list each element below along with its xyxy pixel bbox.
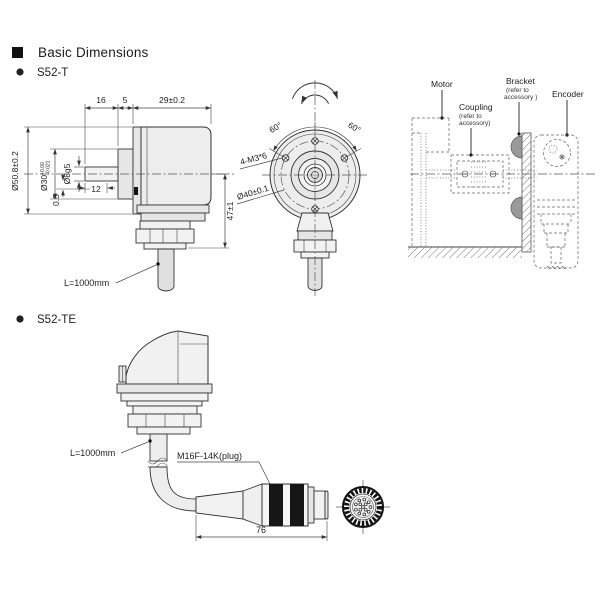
dim-16: 16	[96, 95, 106, 105]
dim-dia-8g5: Ø8g5	[62, 156, 84, 192]
connector-face-view	[336, 480, 390, 534]
connector-band-2	[290, 484, 304, 526]
flange-band-1	[116, 383, 213, 394]
connector-ring	[307, 486, 315, 524]
bracket-label: Bracket	[506, 76, 535, 86]
encoder-face-mark	[559, 154, 565, 160]
dia-body-label: Ø50.8±0.2	[10, 151, 20, 191]
connector-tip	[313, 490, 326, 520]
coupling-label: Coupling	[459, 102, 493, 112]
dia-boss-label: Ø30+0.00-0.021	[39, 160, 52, 191]
dim-step-label: 0.5	[51, 194, 61, 206]
motor-label: Motor	[431, 79, 453, 89]
te-cable-bend	[149, 466, 197, 512]
s52t-side-view: 16 5 29±0.2 Ø50.8±0.2 Ø30+0.00-0.021 Ø	[10, 95, 235, 292]
encoder-body	[140, 126, 212, 206]
gland-bottom	[143, 242, 187, 250]
s52t-installation-diagram: Motor Coupling (refer to accessory) Brac…	[408, 76, 597, 270]
leader-dot	[148, 439, 152, 443]
dim-47: 47±1	[188, 173, 235, 249]
dim-length-label: 76	[256, 525, 266, 535]
te-cable-length-label: L=1000mm	[70, 448, 115, 458]
te-gland-hex	[127, 413, 202, 428]
s52te-drawing: L=1000mm M16F-14K(plug) 76	[70, 330, 390, 541]
dim-dia-30: Ø30+0.00-0.021	[39, 148, 117, 200]
flange-band-2	[120, 392, 209, 402]
body-fragment	[125, 330, 209, 385]
body-mark	[134, 187, 138, 195]
ground-hatch	[408, 246, 522, 258]
encoder-face-logo	[548, 144, 558, 154]
bracket-note-1: (refer to	[506, 87, 529, 94]
cable-break-mark	[147, 457, 168, 465]
connector-cone	[242, 483, 263, 527]
dim-top: 16 5 29±0.2	[84, 95, 212, 164]
connector-band-1	[269, 484, 283, 526]
dim-height-label: 47±1	[225, 201, 235, 220]
flange-plate	[132, 126, 142, 215]
connector-end	[324, 490, 329, 520]
encoder-label: Encoder	[552, 89, 584, 99]
coupling-note-1: (refer to	[459, 113, 482, 120]
dim-76: 76	[195, 515, 328, 541]
cable	[157, 248, 175, 292]
gland-ring	[139, 220, 191, 230]
screws-label: 4-M3*6	[239, 150, 268, 167]
section-bullet-icon	[16, 68, 24, 76]
flange-step	[126, 400, 203, 407]
bracket-outline	[510, 132, 532, 253]
section-s52t-label: S52-T	[37, 67, 68, 79]
cable-tick-marks	[546, 265, 566, 270]
s52t-front-view: 60° 60° 4-M3*6 Ø40±0.1	[236, 80, 368, 296]
knurl-ring	[344, 488, 382, 526]
page-title: Basic Dimensions	[38, 45, 149, 60]
plug-label: M16F-14K(plug)	[177, 451, 242, 461]
leader-dot	[156, 262, 160, 266]
section-s52te-label: S52-TE	[37, 314, 76, 326]
section-bullet-icon	[16, 315, 24, 323]
motor-outline	[411, 117, 450, 247]
dim-key-label: 12	[91, 184, 101, 194]
front-neck	[296, 212, 334, 232]
connector	[195, 483, 329, 527]
dim-29: 29±0.2	[159, 95, 185, 105]
dim-dia-50-8: Ø50.8±0.2	[10, 126, 132, 215]
connector-boot	[195, 490, 244, 520]
connector-pins	[354, 497, 373, 517]
body-band-1	[136, 204, 210, 214]
cable-length-label: L=1000mm	[64, 278, 109, 288]
body-band-2	[140, 212, 206, 222]
encoder-outline	[533, 134, 579, 270]
title-square-icon	[12, 47, 23, 58]
te-cable-upper	[149, 433, 168, 462]
te-gland-bottom	[136, 426, 191, 435]
cable-length-callout: L=1000mm	[64, 262, 160, 288]
bracket-note-2: accessory )	[504, 94, 537, 101]
angle-left-label: 60°	[267, 120, 283, 135]
dim-5: 5	[123, 95, 128, 105]
leader-dot	[517, 132, 521, 136]
angle-right-label: 60°	[346, 120, 362, 135]
header: Basic Dimensions S52-T	[12, 45, 149, 79]
s52te-section-header: S52-TE	[16, 314, 76, 326]
gland-hex	[135, 228, 195, 244]
coupling-note-2: accessory)	[459, 120, 490, 127]
dim-12: 12	[77, 183, 115, 194]
dia-shaft-label: Ø8g5	[62, 163, 72, 184]
te-gland-ring	[132, 405, 198, 415]
